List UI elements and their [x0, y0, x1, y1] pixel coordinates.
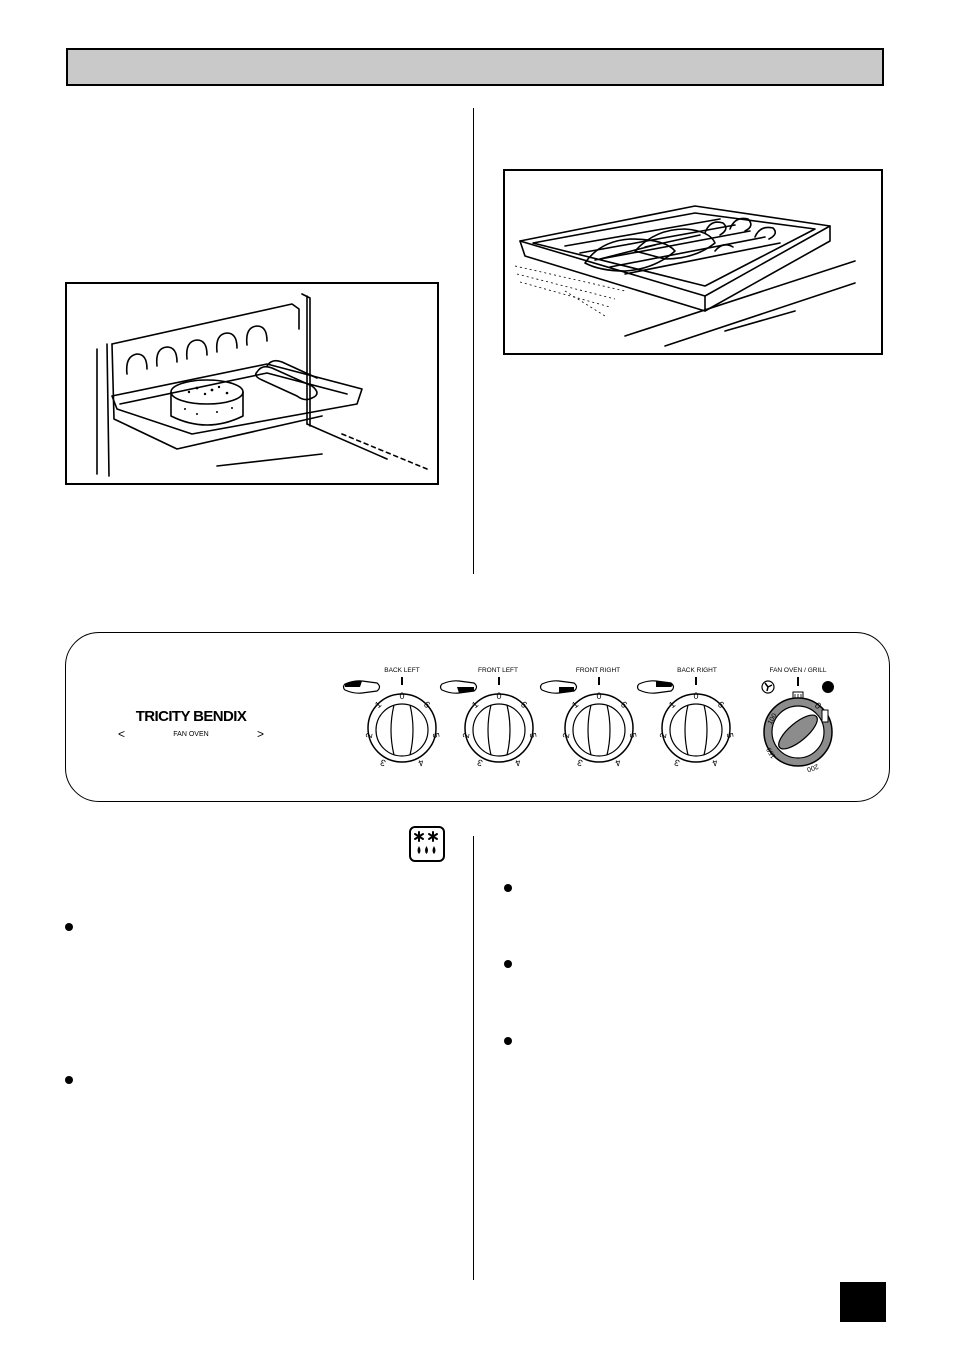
model-arrow-right: >	[256, 727, 264, 741]
model-arrow-left: <	[118, 727, 126, 741]
dial-mark-zero: 0	[399, 691, 404, 701]
svg-text:5: 5	[528, 732, 539, 739]
column-divider-bottom	[473, 836, 474, 1280]
svg-text:3: 3	[379, 757, 387, 768]
svg-text:3: 3	[576, 757, 584, 768]
figure-oven-shelf	[65, 282, 439, 485]
bullet-point	[65, 1076, 73, 1084]
svg-text:6: 6	[619, 699, 629, 710]
svg-text:2: 2	[561, 732, 572, 739]
svg-text:6: 6	[422, 699, 432, 710]
svg-text:5: 5	[725, 732, 736, 739]
svg-text:1: 1	[373, 699, 383, 710]
svg-text:1: 1	[667, 699, 677, 710]
oven-indicator-light	[822, 681, 834, 693]
bullet-point	[65, 923, 73, 931]
dial-mark-zero: 0	[496, 691, 501, 701]
svg-text:2: 2	[658, 732, 669, 739]
bullet-point	[504, 1037, 512, 1045]
hotplate-knob-back-right[interactable]: 0 1 2 3 4 5 6	[636, 677, 736, 768]
dial-mark-zero: 0	[813, 700, 823, 711]
column-divider-top	[473, 108, 474, 574]
svg-text:5: 5	[628, 732, 639, 739]
section-title-bar	[66, 48, 884, 86]
svg-text:200: 200	[806, 762, 819, 773]
knob-label-front-left: FRONT LEFT	[478, 667, 518, 674]
knob-label-back-right: BACK RIGHT	[677, 667, 717, 674]
page-number-tab	[840, 1282, 886, 1322]
model-name: FAN OVEN	[173, 730, 209, 738]
hotplate-knob-back-left[interactable]: 0 1 2 3 4 5 6	[342, 677, 442, 768]
model-label: < FAN OVEN >	[118, 727, 264, 741]
hotplate-knob-front-left[interactable]: 0 1 2 3 4 5 6	[439, 677, 539, 768]
svg-text:3: 3	[673, 757, 681, 768]
svg-text:3: 3	[476, 757, 484, 768]
knob-label-back-left: BACK LEFT	[384, 667, 420, 674]
knob-row: 0 1 2 3 4 5 6 0 1 2 3 4 5 6	[342, 677, 834, 773]
svg-text:6: 6	[519, 699, 529, 710]
svg-text:4: 4	[417, 757, 425, 768]
knob-label-oven-grill: FAN OVEN / GRILL	[769, 667, 827, 674]
dial-mark-zero: 0	[693, 691, 698, 701]
fan-icon	[761, 680, 775, 694]
oven-shelf-illustration	[96, 293, 428, 477]
svg-text:5: 5	[431, 732, 442, 739]
knob-label-front-right: FRONT RIGHT	[575, 667, 621, 674]
oven-grill-knob[interactable]: 0 100 150 200	[761, 677, 834, 773]
dial-mark-zero: 0	[596, 691, 601, 701]
svg-text:100: 100	[767, 712, 779, 726]
svg-text:1: 1	[570, 699, 580, 710]
defrost-icon	[409, 826, 445, 862]
bullet-point	[504, 884, 512, 892]
svg-text:1: 1	[470, 699, 480, 710]
svg-text:4: 4	[711, 757, 719, 768]
hotplate-knob-front-right[interactable]: 0 1 2 3 4 5 6	[539, 677, 639, 768]
svg-text:150: 150	[766, 746, 778, 760]
svg-text:2: 2	[364, 732, 375, 739]
grill-pan-illustration	[514, 205, 856, 347]
brand-logo: TRICITY BENDIX	[135, 708, 247, 725]
bullet-point	[504, 960, 512, 968]
svg-text:2: 2	[461, 732, 472, 739]
figure-grill-pan	[503, 169, 883, 355]
svg-text:6: 6	[716, 699, 726, 710]
svg-text:4: 4	[614, 757, 622, 768]
svg-text:4: 4	[514, 757, 522, 768]
